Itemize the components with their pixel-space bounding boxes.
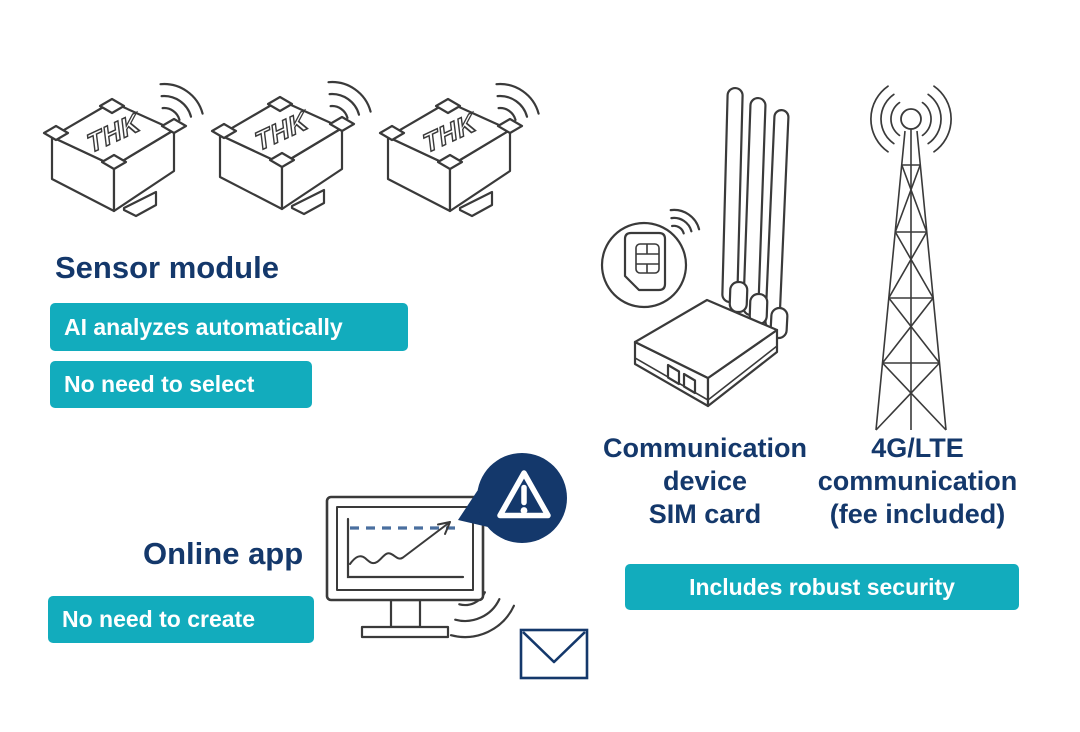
communication-device-label-line: Communication	[602, 433, 807, 463]
sensor-module-illustration-3	[378, 82, 540, 218]
wifi-signal-icon	[669, 208, 701, 235]
online-app-title: Online app	[143, 536, 304, 571]
tower-label: 4G/LTE communication (fee included)	[795, 432, 1040, 531]
tower-label-line: communication	[817, 466, 1018, 496]
router-port	[666, 363, 681, 386]
communication-device-illustration	[600, 86, 790, 408]
communication-device-label: Communication device SIM card	[575, 432, 835, 531]
badge-ai-analyzes: AI analyzes automatically	[50, 303, 408, 351]
sensor-module-illustration-2	[210, 80, 372, 216]
cell-tower-icon	[875, 108, 947, 431]
alert-bubble	[458, 453, 567, 543]
mail-envelope-icon	[519, 628, 589, 680]
tower-label-line: 4G/LTE	[871, 433, 964, 463]
online-app-illustration	[325, 453, 589, 680]
cell-tower-illustration	[870, 85, 952, 431]
radio-waves-icon	[870, 85, 952, 153]
badge-no-create: No need to create	[48, 596, 314, 643]
chart-on-screen	[346, 517, 465, 579]
sensor-module-title: Sensor module	[55, 250, 279, 285]
tower-label-line: (fee included)	[829, 499, 1006, 529]
communication-device-label-line: device	[662, 466, 748, 496]
router-antennas	[721, 86, 790, 340]
communication-device-label-line: SIM card	[648, 499, 762, 529]
router-box	[633, 298, 779, 408]
trend-arrowhead	[437, 521, 451, 535]
sensor-module-illustration-1	[42, 82, 204, 218]
trend-line	[349, 521, 451, 565]
badge-no-select: No need to select	[50, 361, 312, 408]
warning-triangle-icon	[497, 470, 551, 519]
router-port	[682, 372, 697, 395]
sim-card-icon	[600, 221, 688, 309]
badge-security: Includes robust security	[625, 564, 1019, 610]
